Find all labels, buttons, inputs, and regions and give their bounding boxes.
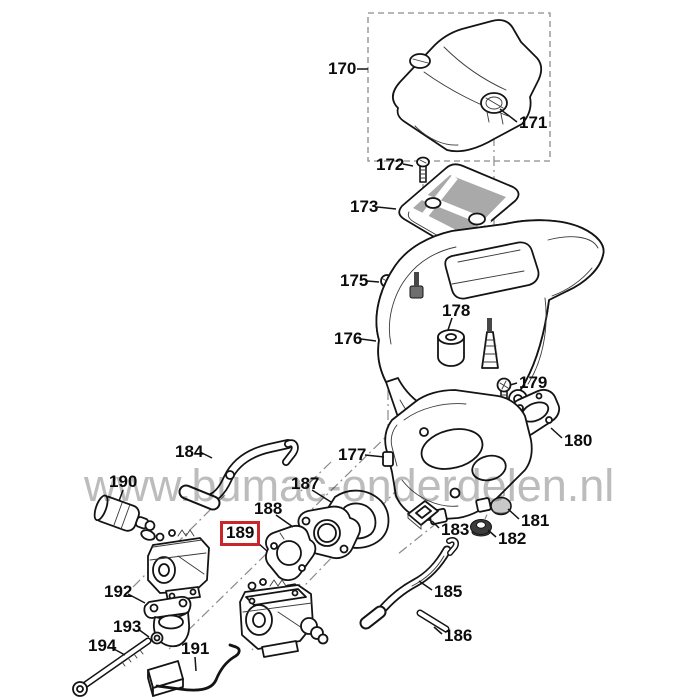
- part-drawing-183-bracket: [407, 500, 439, 530]
- part-label-177: 177: [338, 445, 367, 464]
- part-drawing-carburetor-left: [140, 529, 210, 602]
- part-drawing-181-plug: [490, 496, 512, 516]
- watermark-text: www.bumac-onderdelen.nl: [84, 460, 615, 511]
- part-label-185: 185: [434, 582, 463, 601]
- part-label-176: 176: [334, 329, 363, 348]
- part-label-181: 181: [521, 511, 550, 530]
- part-drawing-189-gasket: [265, 524, 317, 581]
- part-drawing-191-bracket-wire: [147, 643, 241, 697]
- part-drawing-193-washer: [150, 631, 164, 645]
- part-label-172: 172: [376, 155, 405, 174]
- part-label-182: 182: [498, 529, 527, 548]
- part-label-173: 173: [350, 197, 379, 216]
- part-label-193: 193: [113, 617, 142, 636]
- part-drawing-170-cover: [392, 19, 543, 153]
- part-label-189: 189: [220, 521, 261, 546]
- part-label-188: 188: [254, 499, 283, 518]
- part-drawing-186-pin: [416, 609, 450, 633]
- part-drawing-182-grommet: [470, 519, 492, 537]
- part-label-180: 180: [564, 431, 593, 450]
- part-label-170: 170: [328, 59, 357, 78]
- part-label-175: 175: [340, 271, 369, 290]
- part-drawing-185-lever: [359, 536, 460, 630]
- part-drawing-184-lever: [178, 439, 299, 511]
- part-label-194: 194: [88, 636, 117, 655]
- part-label-190: 190: [109, 472, 138, 491]
- part-label-183: 183: [441, 520, 470, 539]
- part-label-192: 192: [104, 582, 133, 601]
- dashed-frame-170: [367, 12, 551, 162]
- part-label-186: 186: [444, 626, 473, 645]
- part-drawing-194-screw: [72, 637, 152, 697]
- part-drawing-178-spacer: [437, 329, 465, 367]
- part-label-184: 184: [175, 442, 204, 461]
- part-label-179: 179: [519, 373, 548, 392]
- part-label-178: 178: [442, 301, 471, 320]
- part-label-187: 187: [291, 474, 320, 493]
- part-drawing-177-bottom-housing: [382, 389, 533, 526]
- part-label-171: 171: [519, 113, 548, 132]
- part-label-191: 191: [181, 639, 210, 658]
- part-drawing-carburetor-main: [239, 578, 329, 658]
- part-drawing-172-screw: [416, 156, 430, 183]
